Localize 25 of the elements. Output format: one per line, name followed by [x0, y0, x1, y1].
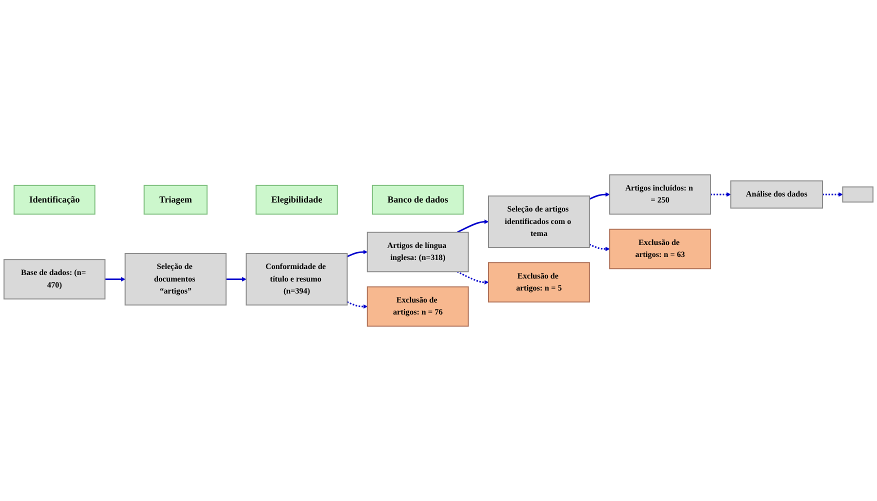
arrow: [456, 271, 489, 285]
arrow: [456, 220, 489, 233]
arrow: [710, 192, 731, 197]
node-box: Artigos incluídos: n = 250: [609, 174, 712, 215]
arrow: [226, 277, 246, 282]
arrow: [589, 192, 610, 200]
node-box: Base de dados: (n= 470): [4, 259, 106, 300]
node-box: Seleção de documentos “artigos”: [124, 253, 227, 306]
arrow: [346, 301, 368, 309]
node-box: Banco de dados: [372, 184, 464, 215]
node-box: Exclusão de artigos: n = 63: [609, 228, 712, 270]
node-box: Triagem: [144, 184, 208, 215]
node-box: Conformidade de título e resumo (n=394): [246, 253, 348, 306]
node-box: Identificação: [14, 184, 96, 215]
node-box: Seleção de artigos identificados com o tema: [488, 196, 590, 248]
node-box: [842, 186, 874, 203]
node-box: Exclusão de artigos: n = 5: [488, 262, 590, 302]
node-box: Exclusão de artigos: n = 76: [366, 286, 469, 327]
node-box: Elegibilidade: [256, 184, 338, 215]
node-box: Artigos de língua inglesa: (n=318): [366, 232, 469, 272]
arrow: [589, 244, 610, 252]
arrow: [104, 277, 126, 282]
arrow: [346, 250, 368, 258]
arrow: [822, 192, 843, 197]
node-box: Análise dos dados: [730, 180, 823, 209]
